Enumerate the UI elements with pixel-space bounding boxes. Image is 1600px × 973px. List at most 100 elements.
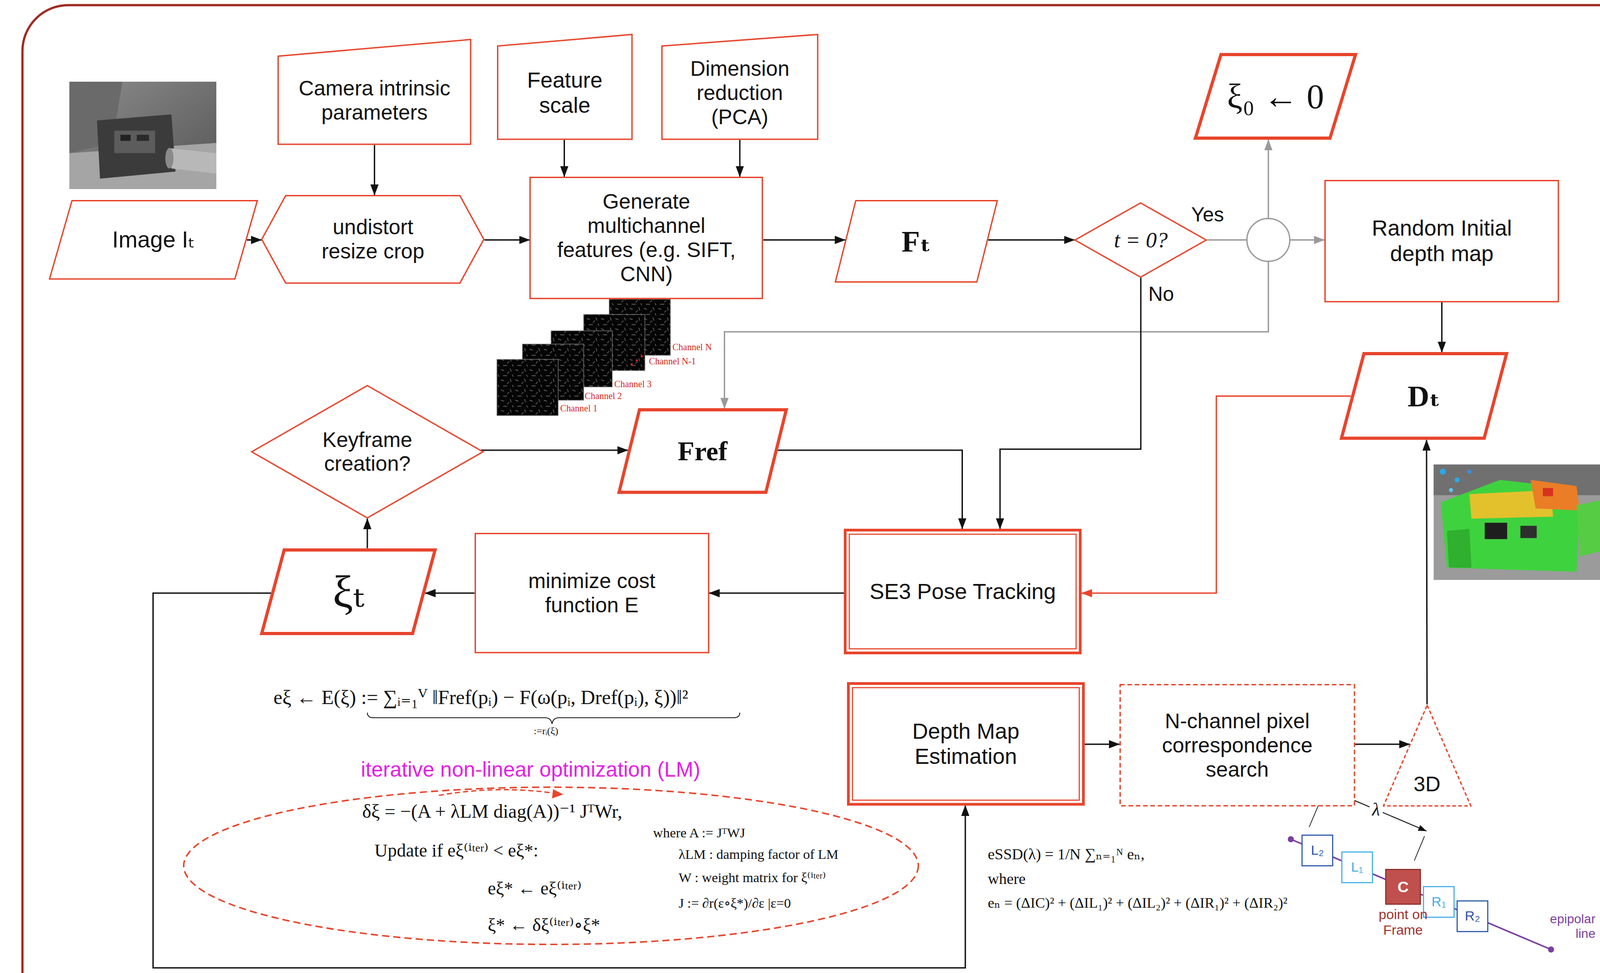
text-wrap: Keyframe creation? (250, 384, 484, 519)
process-box: N-channel pixel correspondence search (1119, 683, 1356, 806)
text-wrap: N-channel pixel correspondence search (1119, 683, 1356, 806)
loop-arrow-head (552, 789, 564, 799)
feature-channel-stack (496, 298, 671, 416)
patch-label: R₂ (1464, 907, 1480, 924)
connector-arrow (709, 592, 844, 594)
node-label: Random Initial depth map (1354, 215, 1529, 266)
underbrace (367, 712, 740, 724)
connector-arrow (1081, 396, 1351, 594)
camera-photo (69, 81, 217, 189)
node-outline-path (251, 385, 484, 518)
text-wrap: Dimension reduction (PCA) (661, 33, 819, 141)
connector-arrow (373, 145, 376, 196)
loop-arrow (438, 789, 555, 795)
channel-label: Channel 3 (614, 378, 652, 390)
epipolar-illustration (1287, 787, 1555, 952)
update-formula: eξ* ← eξ⁽ⁱᵗᵉʳ⁾ (487, 877, 582, 899)
node-label: Camera intrinsic parameters (283, 76, 466, 125)
node-outline-path (475, 533, 709, 653)
channel-label: Channel 2 (584, 390, 623, 402)
junction-circle (1246, 218, 1290, 262)
connector-arrow (484, 239, 530, 241)
formula-note: W : weight matrix for ξ⁽ⁱᵗᵉʳ⁾ (678, 869, 827, 886)
depth-map-render (1433, 464, 1600, 580)
formula-note: λLM : damping factor of LM (678, 846, 839, 863)
text-wrap: Image Iₜ (48, 199, 258, 280)
connector-arrow (739, 139, 741, 177)
connector-arrow (724, 240, 1269, 409)
loop-ellipse (183, 786, 919, 944)
cost-formula: eξ ← E(ξ) := ∑ᵢ₌₁ⱽ ‖Fref(pᵢ) − F(ω(pᵢ, D… (273, 685, 689, 710)
ssd-formula: where (987, 869, 1026, 888)
epipolar-label: epipolar line (1532, 911, 1596, 941)
connector-arrow (1084, 743, 1120, 745)
text-wrap: 3D (1382, 704, 1472, 807)
node-outline-path (1341, 353, 1507, 439)
text-wrap: minimize cost function E (474, 532, 710, 654)
node-label: Depth Map Estimation (890, 718, 1041, 769)
text-wrap: ξₜ (260, 548, 437, 635)
data-box: ξₜ (260, 548, 437, 635)
node-outline-path (530, 177, 763, 299)
connector-arrow (1426, 439, 1428, 705)
update-formula: Update if eξ⁽ⁱᵗᵉʳ⁾ < eξ*: (374, 839, 539, 861)
node-outline-path (1383, 704, 1471, 806)
connector-arrow (366, 518, 368, 549)
text-wrap: Fₜ (834, 199, 999, 283)
channel-label: Channel N (672, 341, 712, 353)
text-wrap: SE3 Pose Tracking (843, 528, 1082, 654)
node-label: t = 0? (1113, 227, 1168, 253)
input-box: Dimension reduction (PCA) (661, 33, 819, 141)
channel-label: Channel 1 (560, 402, 598, 414)
loop-title: iterative non-linear optimization (LM) (255, 757, 806, 782)
node-outline-path (1075, 202, 1207, 277)
text-wrap: undistort resize crop (261, 194, 485, 284)
text-wrap: Dₜ (1339, 351, 1509, 440)
node-outline-path (849, 533, 1077, 649)
patch-label: R₁ (1431, 893, 1447, 910)
outer-frame (22, 5, 1600, 973)
node-label: N-channel pixel correspondence search (1145, 708, 1329, 782)
ssd-formula: eSSD(λ) = 1/N ∑ₙ₌₁ᴺ eₙ, (987, 844, 1145, 863)
node-label: Generate multichannel features (e.g. SIF… (554, 189, 738, 287)
connector-arrow (777, 449, 963, 529)
update-formula: δξ = −(A + λLM diag(A))⁻¹ JᵀWr, (362, 800, 623, 822)
data-box: Fref (617, 407, 788, 494)
node-label: ξₜ (332, 564, 365, 618)
decision-diamond: Keyframe creation? (250, 384, 484, 519)
edge-label: Yes (1189, 203, 1226, 227)
node-outline-path (261, 549, 436, 633)
node-label: Dimension reduction (PCA) (671, 56, 809, 130)
node-outline-path (848, 683, 1084, 805)
node-outline (1324, 179, 1559, 303)
connector-arrow (481, 449, 628, 451)
node-label: Fₜ (901, 224, 932, 259)
node-label: 3D (1413, 771, 1441, 796)
connector-arrow (988, 239, 1075, 241)
formula-note: J := ∂r(ε∘ξ*)/∂ε |ε=0 (678, 894, 791, 911)
connector-arrow (763, 239, 846, 241)
edge-label: No (1146, 282, 1176, 306)
node-label: Image Iₜ (112, 226, 196, 254)
ssd-formula: eₙ = (ΔIC)² + (ΔIL₁)² + (ΔIL₂)² + (ΔIR₁)… (987, 894, 1288, 911)
process-box: Random Initial depth map (1324, 179, 1559, 303)
text-wrap: t = 0? (1074, 202, 1208, 278)
text-wrap: ξ₀ ← 0 (1193, 52, 1358, 140)
node-outline-path (49, 200, 258, 279)
dimension-label: λ (1369, 798, 1383, 820)
data-box: ξ₀ ← 0 (1193, 52, 1358, 140)
node-outline-path (852, 687, 1080, 800)
node-label: Keyframe creation? (305, 427, 429, 476)
node-outline-path (1325, 180, 1559, 302)
node-outline-path (835, 200, 998, 283)
process-box: Depth Map Estimation (847, 681, 1085, 806)
input-box: Camera intrinsic parameters (277, 38, 472, 146)
data-box: Dₜ (1339, 351, 1509, 440)
node-outline-path (845, 529, 1081, 653)
decision-diamond: t = 0? (1074, 202, 1208, 278)
connector-arrow (1354, 743, 1410, 745)
text-wrap: Depth Map Estimation (847, 681, 1085, 806)
text-wrap: Generate multichannel features (e.g. SIF… (529, 176, 764, 299)
